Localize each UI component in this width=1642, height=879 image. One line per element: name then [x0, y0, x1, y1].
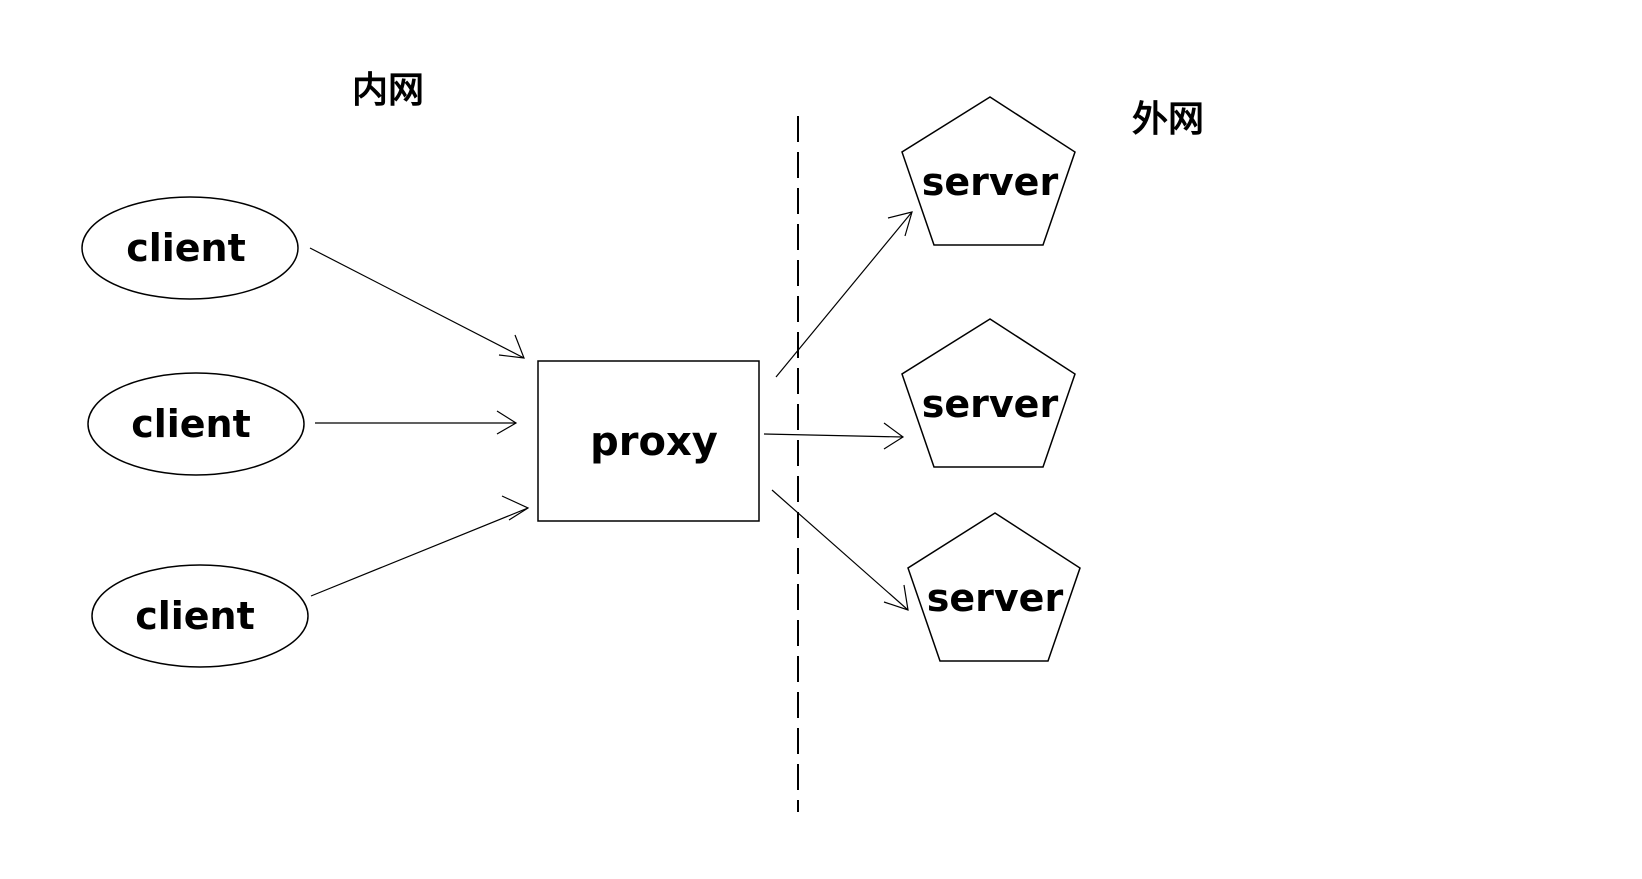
client-to-proxy-arrow	[315, 410, 518, 435]
client-label: client	[131, 402, 251, 446]
client-to-proxy-arrow	[309, 247, 525, 359]
server-pentagon	[901, 318, 1076, 468]
server-label: server	[922, 160, 1059, 204]
client-ellipse	[87, 372, 305, 476]
proxy-to-server-arrow	[775, 211, 913, 378]
proxy-to-server-arrow	[771, 489, 909, 611]
server-label: server	[927, 576, 1064, 620]
client-label: client	[126, 226, 246, 270]
arrow-line	[763, 433, 904, 438]
proxy-node: proxy	[537, 360, 760, 522]
proxy-to-server-arrow	[763, 422, 905, 450]
server-node: server	[907, 512, 1081, 662]
server-node: server	[901, 318, 1076, 468]
client-label: client	[135, 594, 255, 638]
server-label: server	[922, 382, 1059, 426]
client-node: client	[87, 372, 305, 476]
server-pentagon	[907, 512, 1081, 662]
server-node: server	[901, 96, 1076, 246]
client-ellipse	[81, 196, 299, 300]
proxy-box	[537, 360, 760, 522]
server-pentagon	[901, 96, 1076, 246]
outer-network-label: 外网	[1132, 99, 1204, 140]
arrowhead	[501, 495, 530, 521]
client-node: client	[91, 564, 309, 668]
arrowhead	[883, 584, 909, 611]
arrowhead	[887, 211, 913, 237]
inner-network-label: 内网	[352, 70, 424, 111]
arrow-line	[309, 247, 525, 359]
client-to-proxy-arrow	[310, 495, 530, 597]
arrow-line	[771, 489, 909, 611]
client-ellipse	[91, 564, 309, 668]
arrowhead	[496, 410, 518, 435]
arrow-line	[775, 211, 913, 378]
proxy-label: proxy	[590, 419, 718, 465]
arrowhead	[498, 334, 525, 359]
arrow-line	[310, 507, 529, 597]
arrowhead	[883, 422, 905, 450]
client-node: client	[81, 196, 299, 300]
